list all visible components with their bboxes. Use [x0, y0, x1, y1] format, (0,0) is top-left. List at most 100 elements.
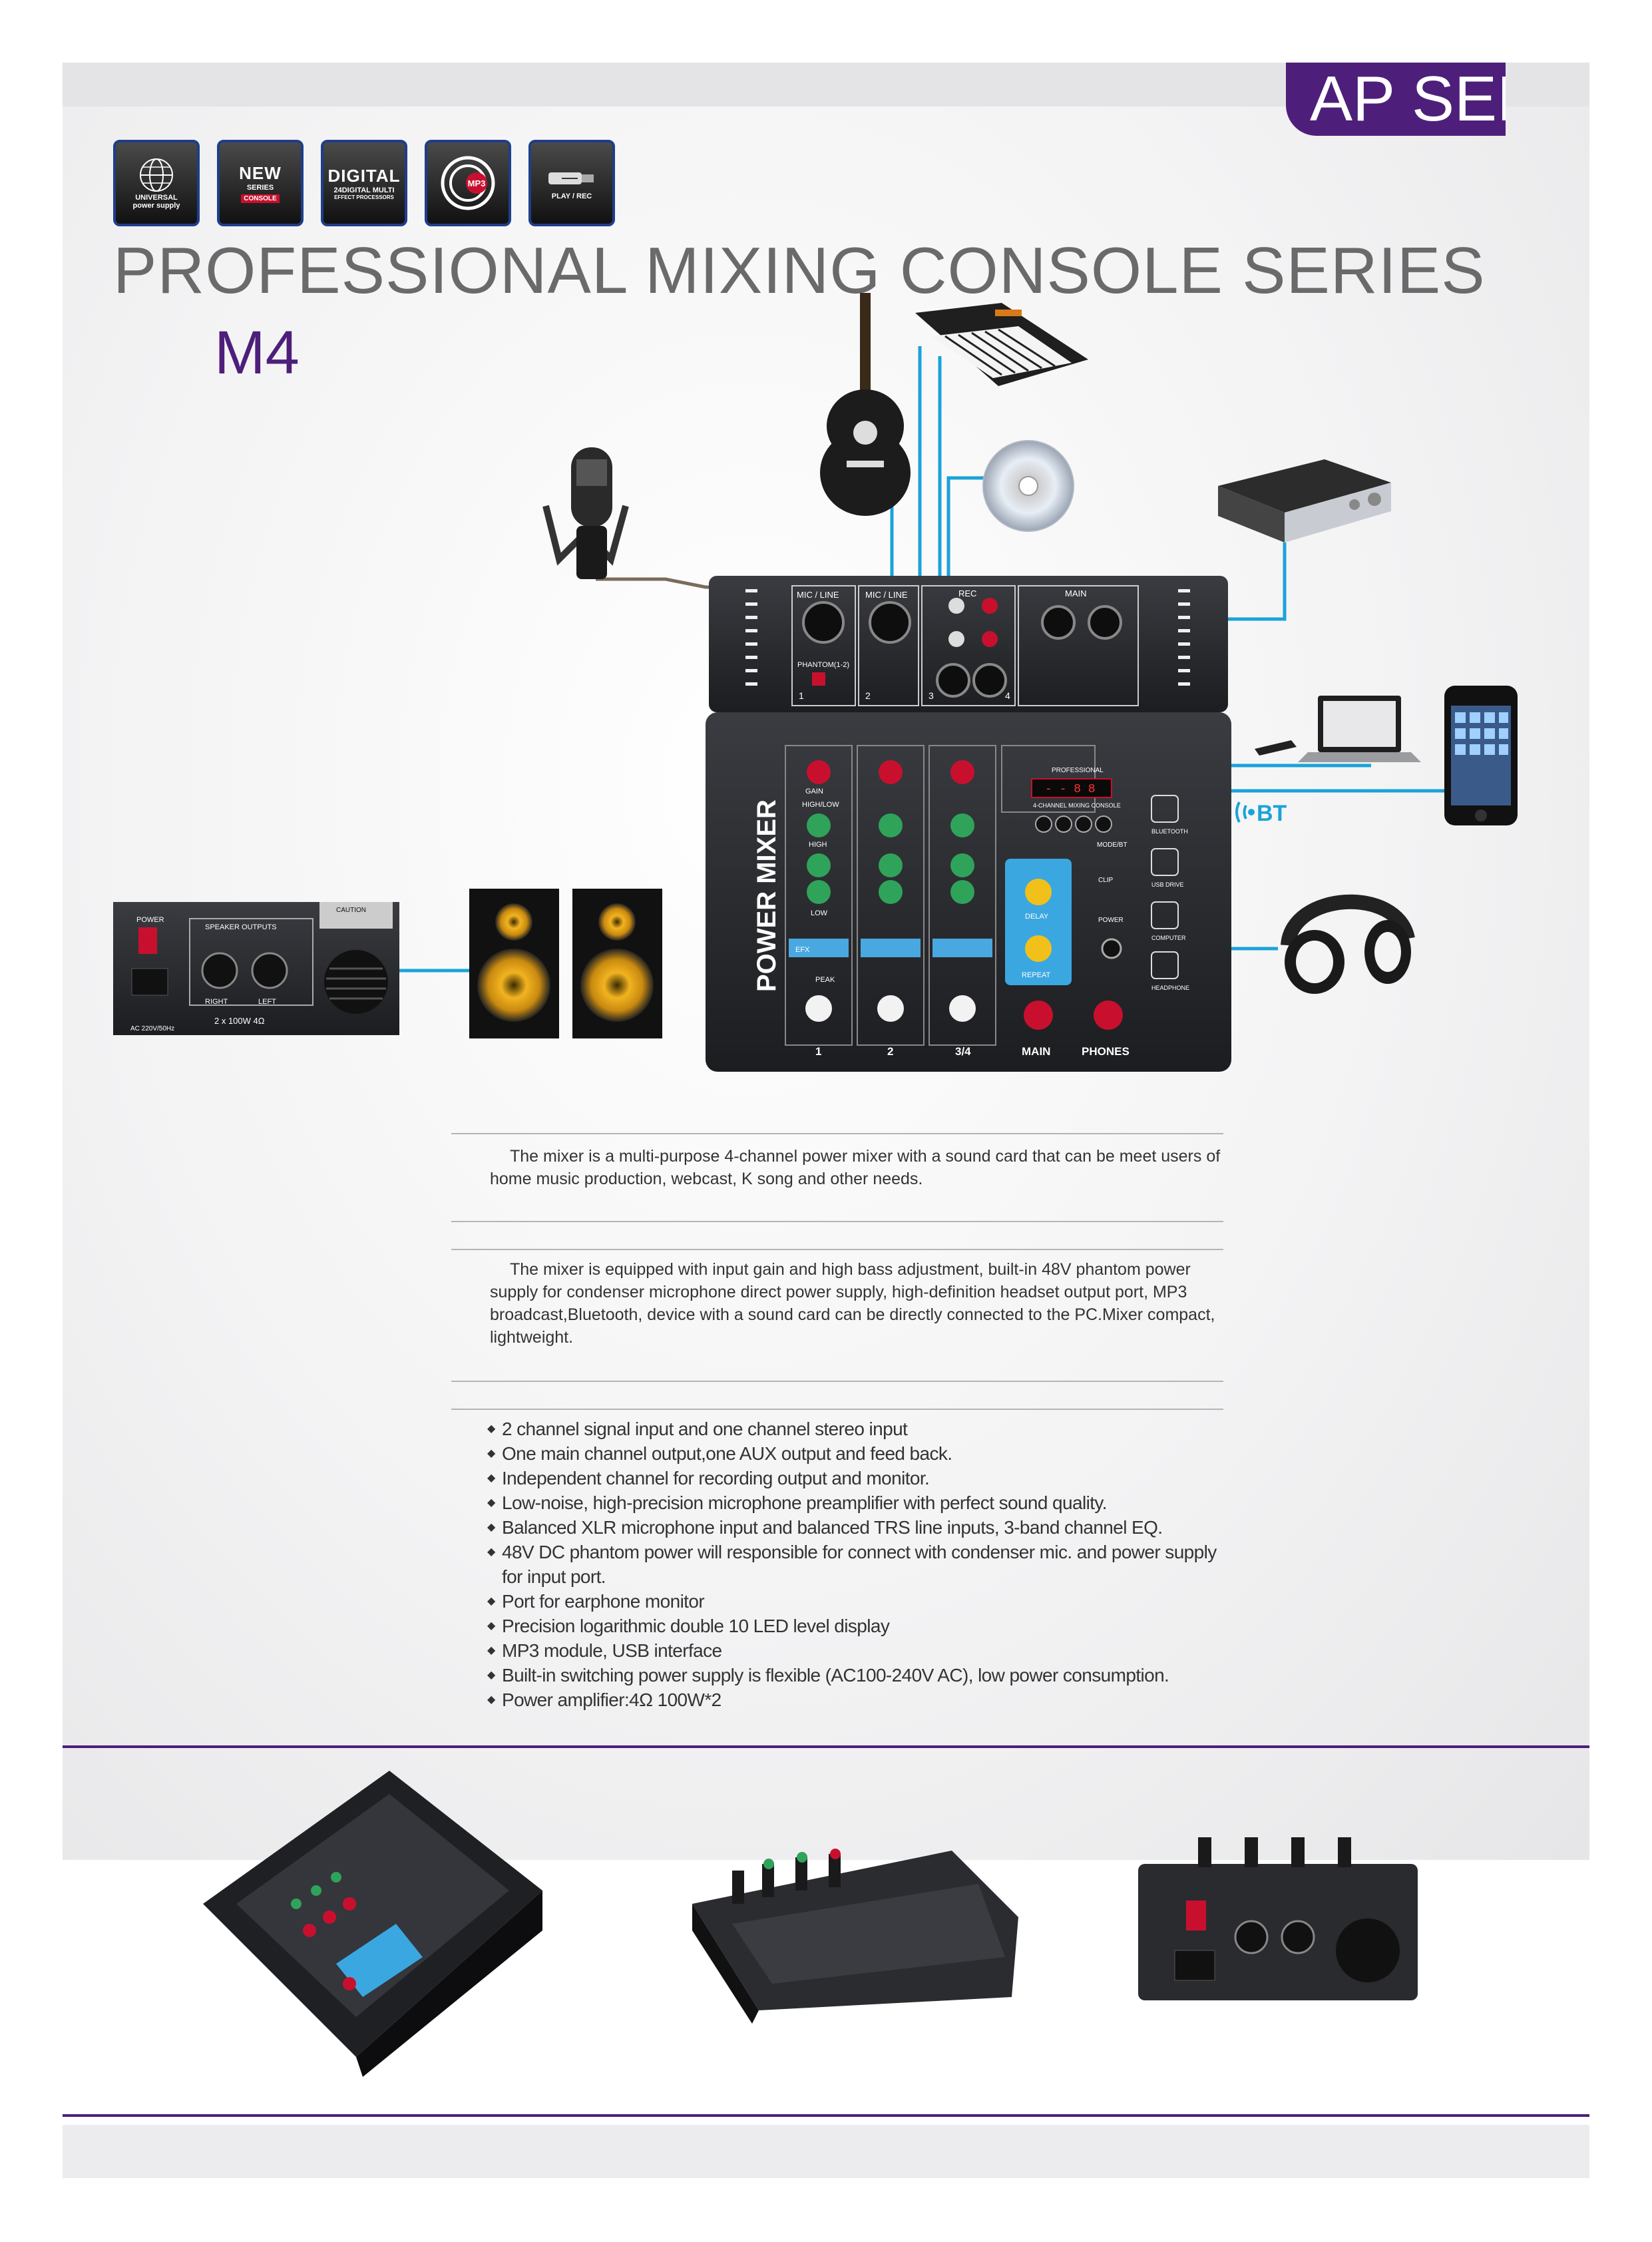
badge-line1: UNIVERSAL — [135, 194, 178, 202]
badge-big: MP3 — [467, 178, 486, 188]
bottom-label-34: 3/4 — [955, 1045, 971, 1058]
badge-big: NEW — [239, 163, 282, 183]
power-led-label: POWER — [1098, 917, 1124, 924]
side-label-usb: USB DRIVE — [1151, 881, 1184, 888]
series-label: AP SERIES — [1310, 63, 1506, 134]
bottom-label-1: 1 — [815, 1045, 821, 1058]
rear-right-label: RIGHT — [205, 998, 228, 1006]
section-divider — [63, 1745, 1589, 1748]
feature-item: Power amplifier:4Ω 100W*2 — [487, 1687, 1221, 1712]
caution-label: CAUTION — [336, 907, 366, 914]
power-mixer-console-image: MIC / LINE MIC / LINE REC MAIN PHANTOM(1… — [706, 576, 1231, 1072]
input-label-1: MIC / LINE — [797, 590, 839, 600]
product-photo-side — [692, 1849, 1018, 2024]
side-label-bluetooth: BLUETOOTH — [1151, 828, 1188, 835]
clip-label: CLIP — [1098, 877, 1114, 884]
channel-strips: GAIN HIGH/LOW HIGH LOW EFX PEAK — [785, 745, 996, 1046]
speaker-left-icon — [469, 889, 559, 1038]
channel-number-3: 3 — [929, 690, 934, 701]
feature-item: Independent channel for recording output… — [487, 1466, 1221, 1490]
feature-item: Port for earphone monitor — [487, 1589, 1221, 1614]
bottom-label-2: 2 — [887, 1045, 893, 1058]
smartphone-icon — [1444, 686, 1518, 825]
acoustic-guitar-icon — [820, 293, 911, 516]
universal-power-supply-badge: UNIVERSAL power supply — [113, 140, 200, 226]
rear-rating: 2 x 100W 4Ω — [214, 1016, 265, 1026]
repeat-label: REPEAT — [1022, 971, 1050, 979]
rear-panel-image: POWER SPEAKER OUTPUTS CAUTION RIGHT LEFT… — [113, 902, 399, 1035]
badge-big: DIGITAL — [327, 166, 401, 186]
badge-line2: power supply — [132, 202, 180, 210]
divider — [451, 1133, 1223, 1134]
mixer-brand: POWER MIXER — [752, 799, 781, 992]
led-display: - - 8 8 — [1045, 783, 1096, 796]
channel-number-2: 2 — [865, 690, 871, 701]
input-label-2: MIC / LINE — [865, 590, 908, 600]
bt-label: BT — [1257, 801, 1287, 826]
feature-item: Low-noise, high-precision microphone pre… — [487, 1490, 1221, 1515]
knob-label-high: HIGH — [809, 841, 827, 849]
knob-label-highlow: HIGH/LOW — [802, 801, 839, 809]
feature-item: 2 channel signal input and one channel s… — [487, 1417, 1221, 1441]
side-label-computer: COMPUTER — [1151, 935, 1186, 941]
model-name: M4 — [214, 319, 300, 387]
footer-strip — [63, 2125, 1589, 2178]
usb-play-rec-badge: PLAY / REC — [528, 140, 615, 226]
channel-number-1: 1 — [799, 690, 804, 701]
phantom-label: PHANTOM(1-2) — [797, 661, 849, 669]
feature-item: 48V DC phantom power will responsible fo… — [487, 1540, 1221, 1589]
badge-line1: SERIES — [246, 184, 274, 192]
bottom-label-main: MAIN — [1022, 1045, 1050, 1058]
professional-label: PROFESSIONAL — [1052, 767, 1104, 774]
knob-label-peak: PEAK — [815, 976, 835, 984]
condenser-microphone-icon — [542, 447, 629, 579]
delay-label: DELAY — [1025, 913, 1049, 921]
divider — [451, 1249, 1223, 1250]
series-tab: AP SERIES — [1286, 63, 1506, 136]
rear-ac-label: AC 220V/50Hz — [130, 1025, 174, 1032]
description-1: The mixer is a multi-purpose 4-channel p… — [490, 1147, 1221, 1188]
keyboard-instrument-icon — [915, 303, 1088, 386]
new-series-badge: NEW SERIES CONSOLE — [217, 140, 304, 226]
side-icons — [1151, 795, 1179, 979]
knob-label-low: LOW — [811, 909, 828, 917]
mp3-disc-icon — [441, 156, 495, 210]
usb-icon — [548, 172, 594, 184]
connection-diagram: POWER SPEAKER OUTPUTS CAUTION RIGHT LEFT… — [113, 293, 1518, 1072]
headphones-icon — [1281, 894, 1415, 994]
bluetooth-wave-icon — [1235, 801, 1255, 823]
page-title: PROFESSIONAL MIXING CONSOLE SERIES — [113, 234, 1486, 307]
bottom-label-phones: PHONES — [1082, 1045, 1130, 1058]
rear-left-label: LEFT — [258, 998, 276, 1006]
product-photo-rear — [1138, 1837, 1418, 2000]
divider — [451, 1221, 1223, 1222]
feature-list: 2 channel signal input and one channel s… — [487, 1417, 1221, 1712]
feature-item: Precision logarithmic double 10 LED leve… — [487, 1614, 1221, 1638]
input-label-main: MAIN — [1065, 588, 1087, 598]
knob-label-gain: GAIN — [805, 787, 823, 795]
feature-item: Built-in switching power supply is flexi… — [487, 1663, 1221, 1687]
feature-item: One main channel output,one AUX output a… — [487, 1441, 1221, 1466]
rear-power-label: POWER — [136, 916, 164, 924]
channel-number-4: 4 — [1005, 690, 1010, 701]
mode-bt-label: MODE/BT — [1097, 841, 1128, 849]
badge-line2: EFFECT PROCESSORS — [334, 194, 394, 200]
side-label-headphone: HEADPHONE — [1151, 985, 1189, 991]
mp3-badge: MP3 — [425, 140, 511, 226]
description-2: The mixer is equipped with input gain an… — [490, 1260, 1215, 1347]
globe-icon — [140, 158, 173, 192]
digital-effects-badge: DIGITAL 24DIGITAL MULTI EFFECT PROCESSOR… — [321, 140, 407, 226]
badge-line1: 24DIGITAL MULTI — [333, 186, 395, 194]
feature-badges: UNIVERSAL power supply NEW SERIES CONSOL… — [113, 140, 615, 226]
divider — [451, 1381, 1223, 1382]
speaker-outputs-label: SPEAKER OUTPUTS — [205, 923, 277, 931]
console-label: 4-CHANNEL MIXING CONSOLE — [1033, 802, 1121, 809]
cd-disc-icon — [982, 440, 1074, 532]
amplifier-device-icon — [1218, 459, 1391, 543]
product-photo-angle — [203, 1771, 542, 2077]
badge-line2: CONSOLE — [241, 194, 280, 203]
input-label-rec: REC — [958, 588, 976, 598]
speaker-right-icon — [572, 889, 662, 1038]
feature-item: Balanced XLR microphone input and balanc… — [487, 1515, 1221, 1540]
badge-line1: PLAY / REC — [551, 192, 592, 200]
